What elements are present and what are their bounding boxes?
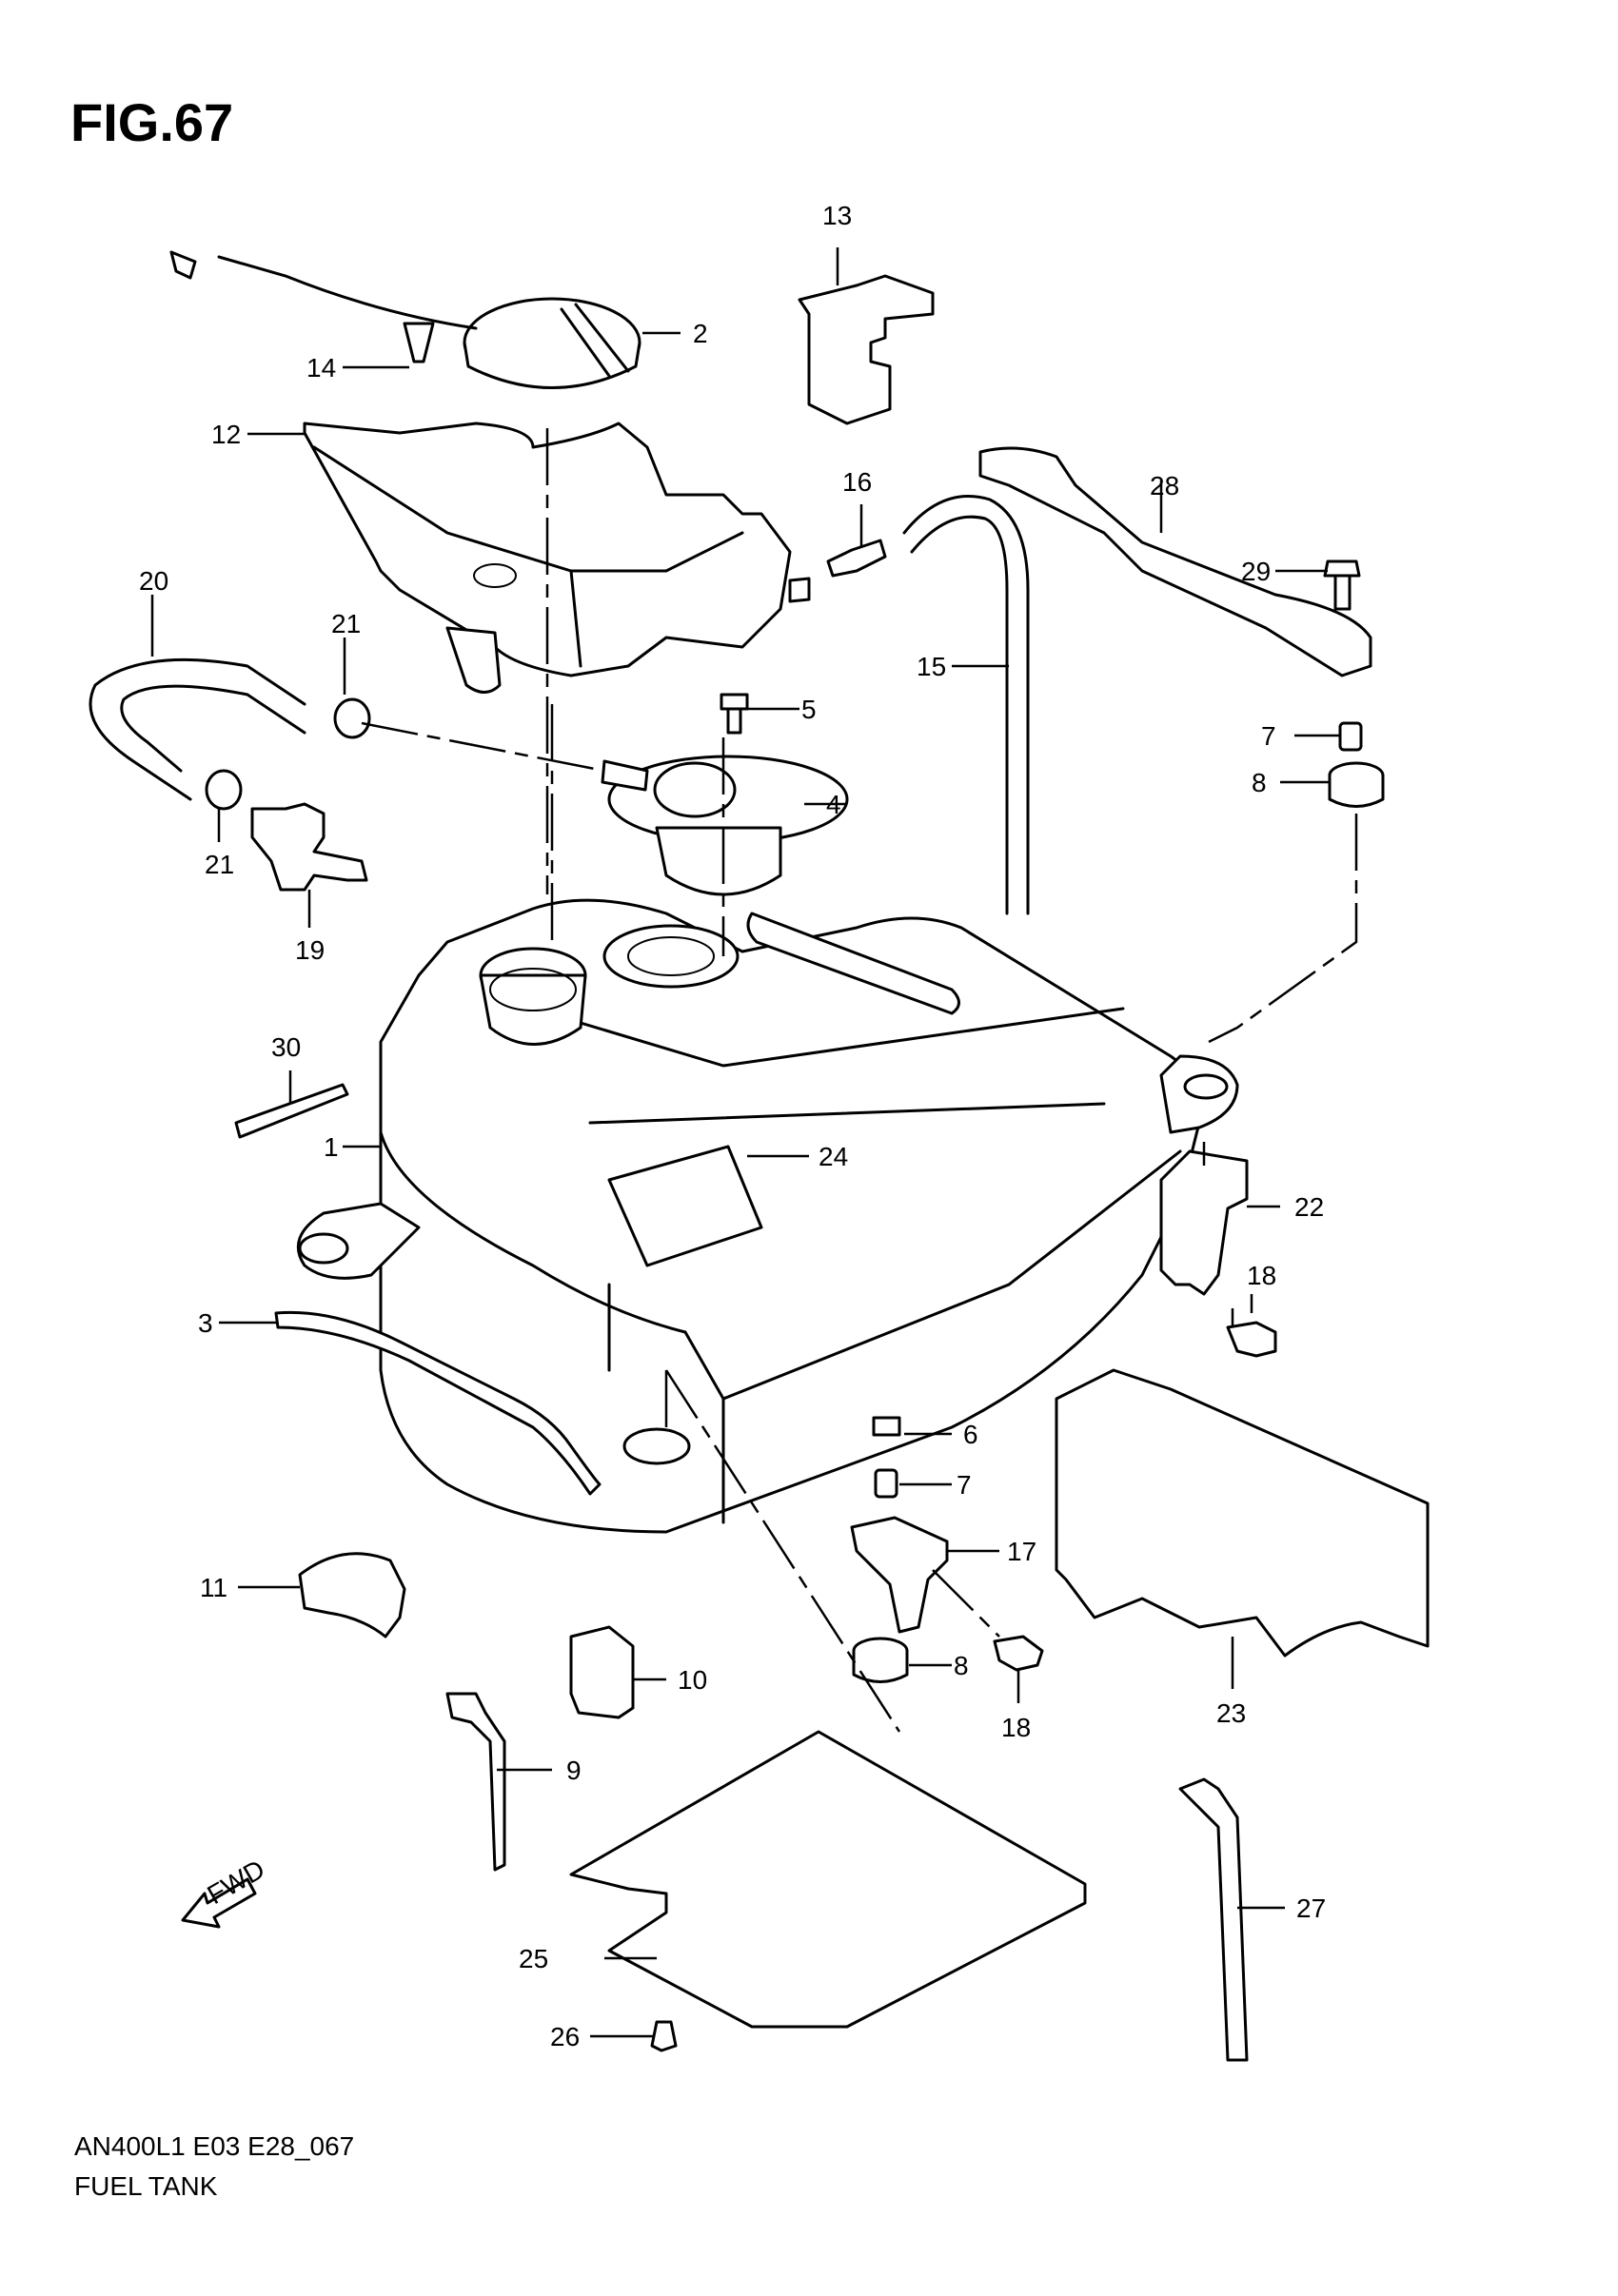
callout-10: 10 <box>678 1665 707 1695</box>
callout-8-lower: 8 <box>954 1651 969 1680</box>
fwd-arrow-icon: FWD <box>181 1854 269 1929</box>
callout-7-upper: 7 <box>1261 721 1276 751</box>
clip-26-part <box>650 2020 678 2052</box>
pump-4-part <box>601 755 849 896</box>
grommet-8-upper-part <box>1328 761 1385 808</box>
cover-13-part <box>798 274 935 425</box>
bolt-6-part <box>872 1416 901 1437</box>
callout-21-upper: 21 <box>331 609 361 638</box>
shield-23-part <box>1055 1368 1430 1658</box>
callout-leaders <box>150 247 1340 2038</box>
callout-24: 24 <box>819 1142 848 1171</box>
bolt-29-part <box>1323 559 1361 611</box>
collar-7-lower-part <box>874 1468 898 1499</box>
screw-5-part <box>720 693 749 735</box>
callout-18-upper: 18 <box>1247 1261 1276 1290</box>
callout-30: 30 <box>271 1032 301 1062</box>
cover-10-part <box>569 1625 635 1719</box>
figure-title: FIG.67 <box>70 92 234 152</box>
callout-2: 2 <box>693 319 708 348</box>
callout-13: 13 <box>822 201 852 230</box>
callout-18-lower: 18 <box>1001 1713 1031 1742</box>
callout-28: 28 <box>1150 471 1179 500</box>
bolt-18-upper-part <box>1226 1321 1277 1358</box>
callout-12: 12 <box>211 420 241 449</box>
fitting-16-part <box>826 539 887 578</box>
callout-14: 14 <box>306 353 336 383</box>
bolt-18-lower-part <box>993 1635 1044 1672</box>
figure-code: AN400L1 E03 E28_067 <box>74 2131 355 2161</box>
band-9-part <box>445 1692 506 1872</box>
callout-25: 25 <box>519 1944 548 1973</box>
band-27-part <box>1178 1777 1249 2062</box>
fuel-tank-part <box>296 898 1239 1534</box>
seal-3-part <box>274 1310 602 1496</box>
callout-19: 19 <box>295 935 325 965</box>
callout-labels: 1 2 3 4 5 6 7 7 8 8 9 10 11 12 13 14 15 … <box>139 201 1326 2051</box>
callout-11: 11 <box>200 1573 227 1602</box>
fuel-cap-part <box>169 250 641 389</box>
clamp-21-upper-part <box>333 697 371 739</box>
clip-14-part <box>403 322 435 363</box>
callout-17: 17 <box>1007 1537 1036 1566</box>
bracket-22-part <box>1159 1149 1249 1296</box>
callout-5: 5 <box>801 695 817 724</box>
callout-8-upper: 8 <box>1252 768 1267 797</box>
valve-19-part <box>250 802 368 892</box>
callout-16: 16 <box>842 467 872 497</box>
callout-23: 23 <box>1216 1698 1246 1728</box>
callout-3: 3 <box>198 1308 213 1338</box>
callout-9: 9 <box>566 1756 582 1785</box>
callout-21-lower: 21 <box>205 850 234 879</box>
clamp-21-lower-part <box>205 769 243 811</box>
callout-26: 26 <box>550 2022 580 2051</box>
hose-20-part <box>89 657 306 801</box>
callout-1: 1 <box>324 1132 339 1162</box>
callout-29: 29 <box>1241 557 1271 586</box>
strip-30-part <box>234 1083 349 1139</box>
stay-28-part <box>978 446 1372 677</box>
collar-7-upper-part <box>1338 721 1363 752</box>
callout-6: 6 <box>963 1420 978 1449</box>
callout-22: 22 <box>1294 1192 1324 1222</box>
callout-27: 27 <box>1296 1894 1326 1923</box>
hose-15-part <box>902 495 1030 915</box>
callout-7-lower: 7 <box>957 1470 972 1500</box>
tray-part <box>303 422 811 694</box>
figure-name: FUEL TANK <box>74 2171 218 2201</box>
callout-4: 4 <box>826 790 841 819</box>
grommet-8-lower-part <box>852 1637 909 1683</box>
callout-15: 15 <box>917 652 946 681</box>
bracket-17-part <box>850 1516 949 1634</box>
plate-25-part <box>569 1730 1087 2029</box>
clamp-11-part <box>298 1552 406 1639</box>
callout-20: 20 <box>139 566 168 596</box>
